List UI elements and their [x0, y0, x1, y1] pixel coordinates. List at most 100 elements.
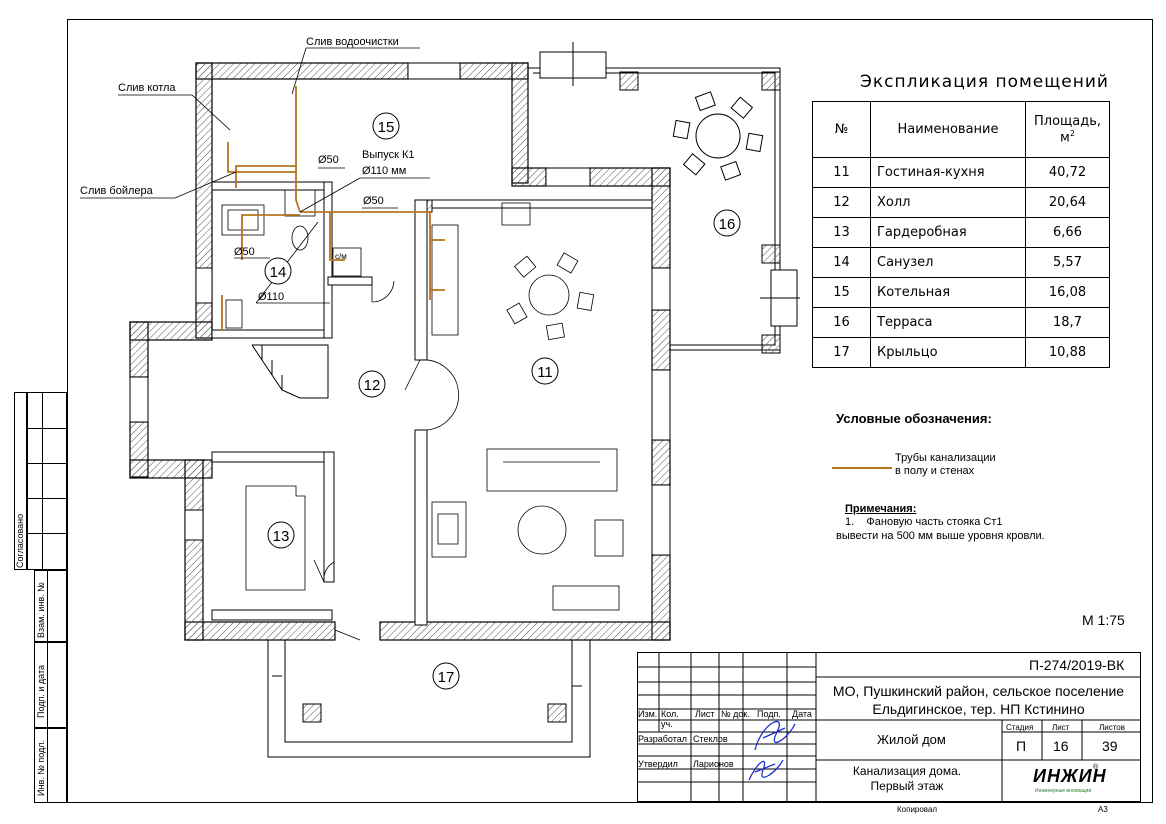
razrabotal-name: Стеклов: [693, 734, 728, 744]
drawing-code: П-274/2019-ВК: [1029, 657, 1125, 673]
callout-sliv-kotla: Слив котла: [118, 82, 176, 94]
address-line-1: МО, Пушкинский район, сельское поселение: [832, 683, 1125, 699]
row-area: 16,08: [1025, 277, 1110, 308]
row-num: 13: [812, 217, 871, 248]
signatures: [748, 720, 796, 781]
stairs: [251, 344, 329, 399]
row-num: 15: [812, 277, 871, 308]
sheet-title: Канализация дома. Первый этаж: [827, 764, 987, 794]
legend-pipe-label-2: в полу и стенах: [895, 465, 975, 477]
stadia-value: П: [1016, 738, 1027, 754]
windows: [129, 62, 671, 556]
callout-leaders: [80, 47, 430, 304]
wardrobe-furniture: [245, 485, 306, 591]
living-furniture: [431, 202, 624, 611]
address: МО, Пушкинский район, сельское поселение…: [816, 682, 1141, 718]
callout-d50-a: Ø50: [318, 154, 339, 166]
legend-pipe-label-1: Трубы канализации: [895, 452, 996, 464]
callout-d50-c: Ø50: [234, 246, 255, 258]
approval-strip-cells: [27, 392, 67, 570]
listov-value: 39: [1102, 738, 1118, 754]
row-name: Терраса: [870, 307, 1026, 338]
stadia-header: Стадия: [1006, 723, 1034, 732]
porch-17: [267, 640, 591, 758]
row-name: Холл: [870, 187, 1026, 218]
room-14: 14: [270, 264, 287, 281]
company-logo: ИНЖИН: [1033, 766, 1107, 786]
col-area-sup: 2: [1069, 128, 1075, 138]
vzam-inner: [47, 570, 67, 803]
col-podp: Подп.: [757, 709, 781, 719]
podp-box: [34, 642, 67, 728]
row-name: Гардеробная: [870, 217, 1026, 248]
list-header: Лист: [1052, 723, 1070, 732]
room-11: 11: [537, 364, 553, 381]
explication-title: Экспликация помещений: [860, 72, 1109, 92]
row-name: Гостиная-кухня: [870, 157, 1026, 188]
notes-line-1: 1. Фановую часть стояка Ст1: [845, 516, 1003, 528]
room-17: 17: [438, 669, 455, 686]
address-line-2: Ельдигинское, тер. НП Кстинино: [872, 701, 1085, 717]
col-area: Площадь, м2: [1025, 101, 1110, 158]
vzam-box: [34, 570, 67, 642]
doors: [313, 280, 460, 641]
room-13: 13: [273, 528, 290, 545]
scale-label: М 1:75: [1082, 612, 1125, 628]
row-area: 5,57: [1025, 247, 1110, 278]
room-labels: [264, 112, 741, 690]
row-area: 10,88: [1025, 337, 1110, 368]
col-list: Лист: [695, 709, 715, 719]
col-name: Наименование: [870, 101, 1026, 158]
col-data: Дата: [792, 709, 812, 719]
utverdil-name: Ларионов: [693, 759, 734, 769]
room-16: 16: [719, 216, 736, 233]
sewer-pipes: [221, 86, 445, 330]
callout-d50-b: Ø50: [363, 195, 384, 207]
inv-box: [34, 728, 67, 803]
title-block: Изм. Кол. уч. Лист № док. Подп. Дата Раз…: [637, 652, 1141, 802]
utverdil-label: Утвердил: [638, 759, 678, 769]
col-izm: Изм.: [638, 709, 658, 719]
approval-strip-col: [14, 392, 27, 570]
callout-sliv-vodoochistki: Слив водоочистки: [306, 36, 399, 48]
room-15: 15: [378, 119, 395, 136]
exterior-walls: [129, 62, 671, 641]
sheet-title-1: Канализация дома.: [852, 764, 962, 778]
row-area: 18,7: [1025, 307, 1110, 338]
logo-registered: ®: [1093, 764, 1099, 771]
notes-title: Примечания:: [845, 503, 917, 515]
terrace-16: [528, 42, 800, 354]
row-num: 12: [812, 187, 871, 218]
row-num: 17: [812, 337, 871, 368]
row-area: 40,72: [1025, 157, 1110, 188]
col-name-text: Наименование: [897, 122, 999, 137]
col-area-text: Площадь, м: [1033, 113, 1102, 146]
col-ndok: № док.: [721, 709, 750, 719]
row-num: 16: [812, 307, 871, 338]
row-area: 20,64: [1025, 187, 1110, 218]
logo-subtitle: Инженерные инновации: [1035, 788, 1092, 794]
callout-vypusk-d: Ø110 мм: [362, 165, 406, 177]
row-name: Котельная: [870, 277, 1026, 308]
title-block-grid: [637, 652, 1141, 802]
callout-d110: Ø110: [258, 291, 284, 303]
row-name: Санузел: [870, 247, 1026, 278]
room-12: 12: [364, 377, 381, 394]
sheet-title-2: Первый этаж: [870, 779, 944, 793]
callout-vypusk: Выпуск К1: [362, 149, 414, 161]
row-num: 11: [812, 157, 871, 188]
row-name: Крыльцо: [870, 337, 1026, 368]
listov-header: Листов: [1099, 723, 1125, 732]
format-label: А3: [1098, 805, 1108, 814]
sheet-frame: [67, 19, 1153, 803]
legend-title: Условные обозначения:: [836, 411, 992, 426]
col-num: №: [812, 101, 871, 158]
